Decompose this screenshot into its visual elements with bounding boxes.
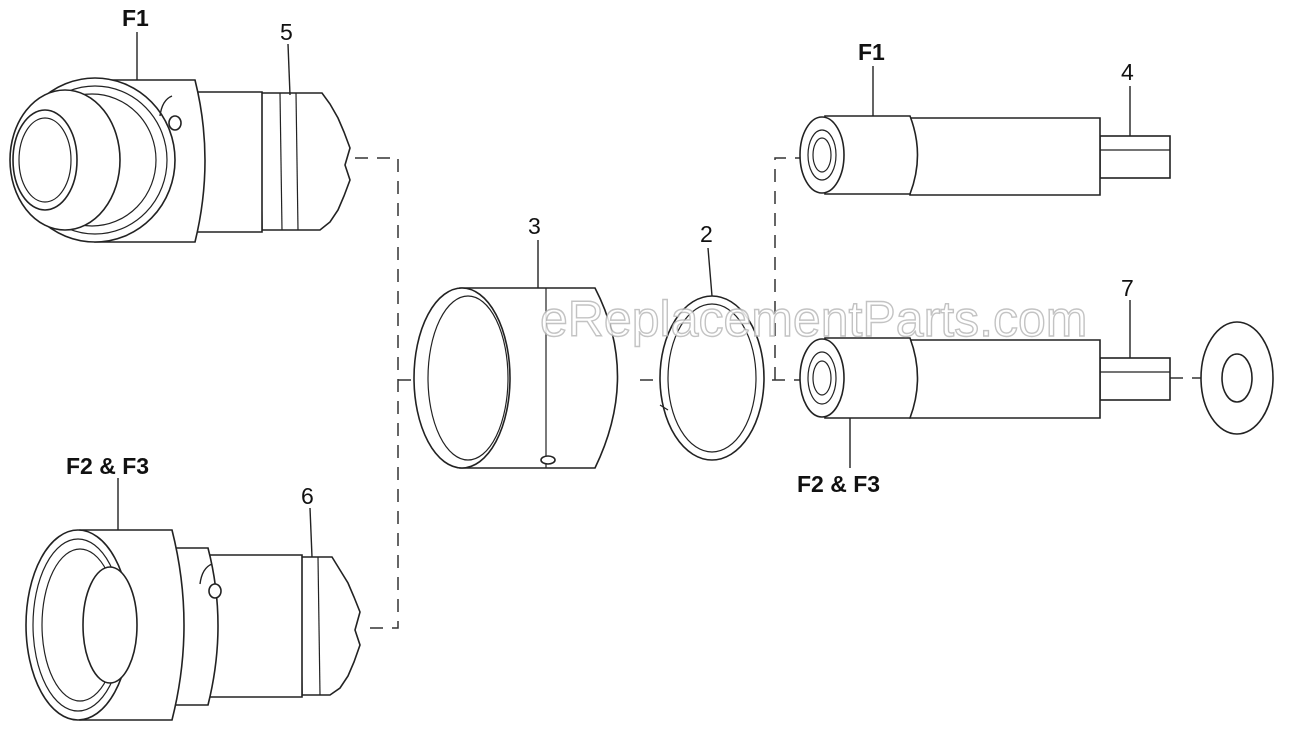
callout-6: 6	[301, 483, 314, 509]
callout-3: 3	[528, 213, 541, 239]
callout-5: 5	[280, 19, 293, 45]
part-4-shaft-f1[interactable]	[799, 115, 1171, 196]
callout-7: 7	[1121, 275, 1134, 301]
callout-2: 2	[700, 221, 713, 247]
part-7-shaft-f2-f3[interactable]	[799, 337, 1171, 419]
part-6-collar-f2-f3[interactable]	[25, 529, 361, 721]
part-2-ring[interactable]	[659, 295, 765, 461]
washer[interactable]	[1200, 321, 1274, 435]
label-f2-f3-right: F2 & F3	[797, 471, 880, 497]
part-3-sleeve[interactable]	[413, 287, 619, 469]
part-5-collar-f1[interactable]	[9, 77, 351, 243]
watermark: eReplacementParts.com	[540, 291, 1087, 347]
label-f1-left: F1	[122, 5, 149, 31]
callout-4: 4	[1121, 59, 1134, 85]
label-f1-right: F1	[858, 39, 885, 65]
leader-lines	[117, 32, 1131, 558]
label-f2-f3-left: F2 & F3	[66, 453, 149, 479]
